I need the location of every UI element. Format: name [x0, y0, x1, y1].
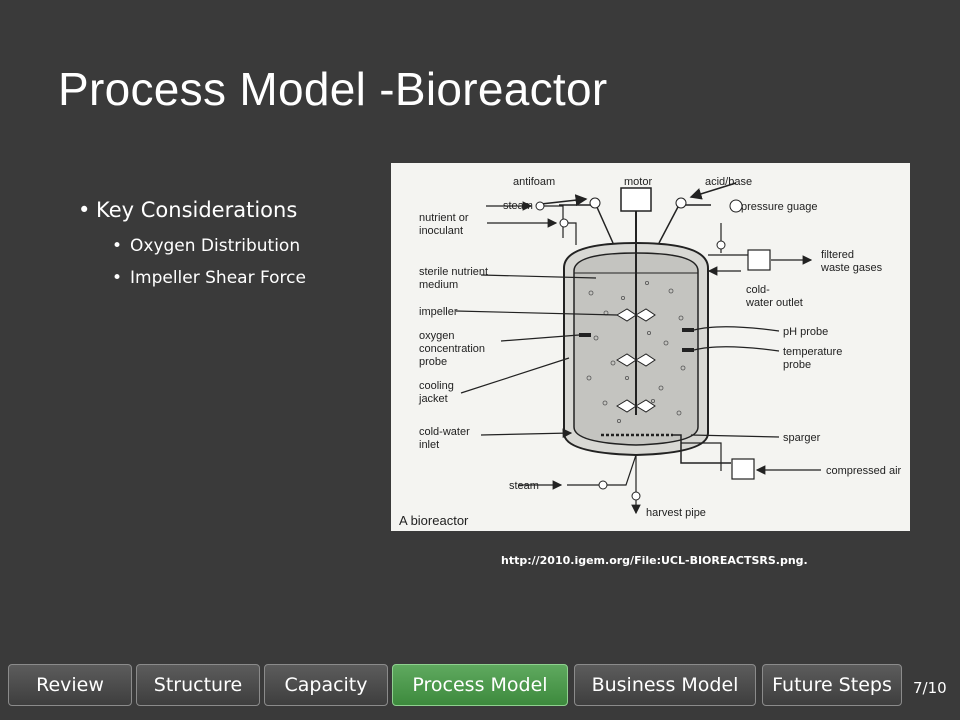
bioreactor-diagram: motor antifoam acid/base	[391, 163, 910, 531]
bubbles	[586, 281, 686, 423]
tab-capacity[interactable]: Capacity	[264, 664, 388, 706]
svg-text:steam: steam	[509, 480, 539, 492]
bullet-oxygen-distribution: Oxygen Distribution	[112, 236, 306, 256]
bullet-impeller-shear-force: Impeller Shear Force	[112, 268, 306, 288]
svg-text:cold-: cold-	[746, 284, 770, 296]
right-lines	[631, 223, 821, 515]
source-url: http://2010.igem.org/File:UCL-BIOREACTSR…	[501, 554, 808, 567]
svg-text:harvest pipe: harvest pipe	[646, 507, 706, 519]
svg-text:inlet: inlet	[419, 439, 439, 451]
motor: motor	[620, 176, 652, 212]
svg-text:inoculant: inoculant	[419, 225, 463, 237]
svg-text:pressure guage: pressure guage	[741, 201, 817, 213]
slide-title: Process Model -Bioreactor	[58, 63, 608, 115]
svg-text:probe: probe	[419, 356, 447, 368]
svg-text:water outlet: water outlet	[745, 297, 803, 309]
svg-text:antifoam: antifoam	[513, 176, 555, 188]
tab-structure[interactable]: Structure	[136, 664, 260, 706]
svg-text:sterile nutrient: sterile nutrient	[419, 266, 488, 278]
svg-text:nutrient or: nutrient or	[419, 212, 469, 224]
svg-text:cooling: cooling	[419, 380, 454, 392]
svg-text:cold-water: cold-water	[419, 426, 470, 438]
diagram-caption: A bioreactor	[399, 513, 469, 528]
svg-text:waste gases: waste gases	[820, 262, 883, 274]
svg-text:pH probe: pH probe	[783, 326, 828, 338]
probes	[579, 328, 694, 352]
bullet-list: Key Considerations Oxygen Distribution I…	[78, 198, 306, 300]
svg-text:acid/base: acid/base	[705, 176, 752, 188]
svg-text:compressed air: compressed air	[826, 465, 902, 477]
tab-process-model[interactable]: Process Model	[392, 664, 568, 706]
svg-text:motor: motor	[624, 176, 652, 188]
svg-text:oxygen: oxygen	[419, 330, 454, 342]
tab-review[interactable]: Review	[8, 664, 132, 706]
page-number: 7/10	[913, 679, 947, 697]
sparger	[601, 433, 731, 464]
bullet-key-considerations: Key Considerations	[78, 198, 306, 222]
svg-text:steam: steam	[503, 200, 533, 212]
svg-text:temperature: temperature	[783, 346, 842, 358]
impeller-shaft	[616, 211, 656, 415]
svg-text:concentration: concentration	[419, 343, 485, 355]
svg-text:probe: probe	[783, 359, 811, 371]
svg-text:filtered: filtered	[821, 249, 854, 261]
svg-text:impeller: impeller	[419, 306, 458, 318]
tab-business-model[interactable]: Business Model	[574, 664, 756, 706]
tab-future-steps[interactable]: Future Steps	[762, 664, 902, 706]
svg-text:sparger: sparger	[783, 432, 821, 444]
top-pipes	[540, 182, 737, 244]
svg-text:jacket: jacket	[418, 393, 448, 405]
svg-text:medium: medium	[419, 279, 458, 291]
